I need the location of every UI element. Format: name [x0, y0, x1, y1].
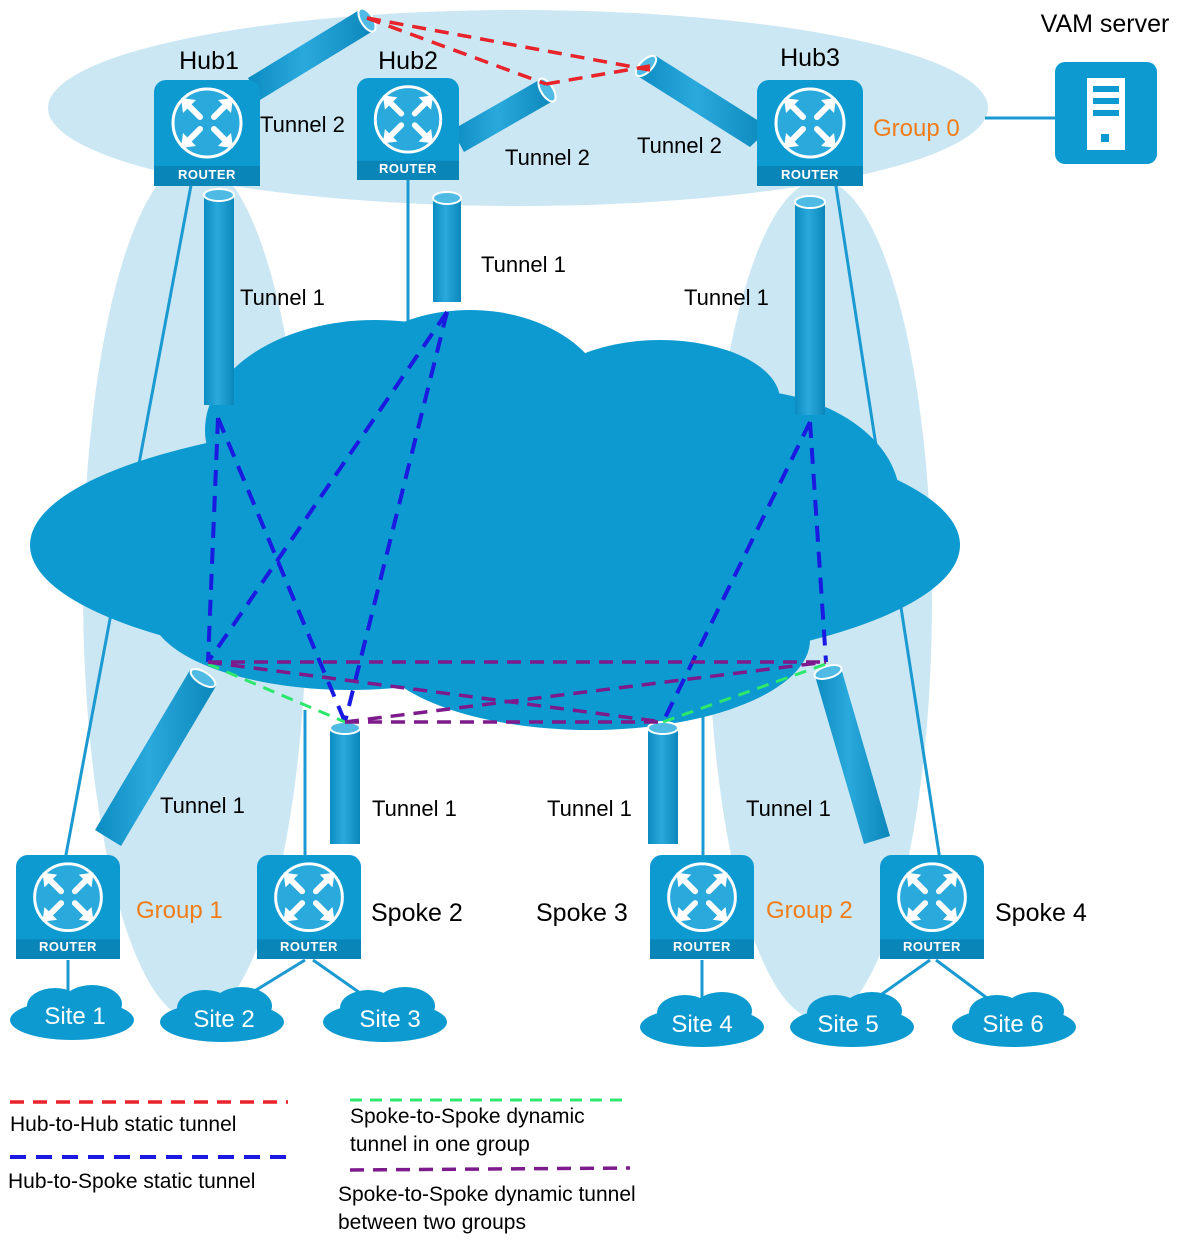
legend-label: tunnel in one group — [350, 1133, 530, 1156]
spoke-same-group-tunnels — [207, 662, 827, 724]
hub-hub-1-3 — [366, 16, 651, 72]
tunnel-pipe-hub3-t1 — [794, 195, 826, 415]
tunnel-label: Tunnel 1 — [746, 796, 831, 821]
cloud-icon — [790, 992, 914, 1047]
tunnel-label: Tunnel 1 — [684, 285, 769, 310]
site-4[interactable]: Site 4 — [640, 960, 764, 1047]
legend-label: Spoke-to-Spoke dynamic — [350, 1105, 585, 1128]
router-badge: ROUTER — [781, 167, 839, 182]
site-2[interactable]: Site 2 — [160, 958, 306, 1042]
cloud-icon — [323, 987, 447, 1042]
hs-hub3-spoke4 — [808, 421, 828, 663]
router-badge: ROUTER — [178, 167, 236, 182]
hs-hub2-spoke1 — [206, 310, 449, 664]
cloud-icon — [952, 992, 1076, 1047]
legend-swatch-spoke-two-groups — [349, 1166, 631, 1172]
site-label: Site 6 — [982, 1011, 1043, 1038]
hub-hub-2-3 — [545, 64, 651, 86]
legend-label: Hub-to-Spoke static tunnel — [8, 1170, 255, 1193]
site-1[interactable]: Site 1 — [10, 960, 134, 1040]
server-icon — [1055, 62, 1157, 164]
hub3-label: Hub3 — [780, 44, 840, 72]
tunnel-label: Tunnel 2 — [505, 145, 590, 170]
hs-hub2-spoke2 — [343, 311, 449, 723]
spoke-two-groups-tunnels — [207, 660, 827, 724]
hub-hub-1-2 — [366, 16, 547, 86]
group-2-label: Group 2 — [766, 897, 853, 924]
router-hub1[interactable]: ROUTER — [154, 80, 260, 186]
hub-to-hub-tunnels — [366, 16, 651, 86]
router-spoke4[interactable]: ROUTER — [880, 855, 984, 959]
tunnel-label: Tunnel 2 — [637, 133, 722, 158]
hub-to-spoke-tunnels — [206, 310, 828, 723]
sites: Site 1 Site 2 Site 3 Site 4 — [10, 958, 1076, 1047]
router-spoke2[interactable]: ROUTER — [257, 855, 361, 959]
site-5[interactable]: Site 5 — [790, 958, 931, 1047]
legend-label: Hub-to-Hub static tunnel — [10, 1113, 236, 1136]
tunnel-label: Tunnel 1 — [160, 793, 245, 818]
tunnel-pipes — [95, 7, 890, 846]
server-label: VAM server — [1041, 10, 1170, 38]
site-6[interactable]: Site 6 — [935, 958, 1076, 1047]
hub2-label: Hub2 — [378, 47, 438, 75]
hs-hub1-spoke2 — [216, 417, 347, 723]
site-label: Site 4 — [671, 1011, 732, 1038]
router-hub2[interactable]: ROUTER — [357, 78, 459, 180]
spoke4-label: Spoke 4 — [995, 899, 1087, 927]
cloud-icon — [30, 310, 960, 730]
tunnel-pipe-spoke2-t1 — [329, 721, 361, 844]
router-badge: ROUTER — [903, 939, 961, 954]
ss-spoke1-spoke2 — [207, 662, 346, 724]
site-label: Site 5 — [817, 1011, 878, 1038]
tunnel-pipe-hub1-t1 — [203, 188, 235, 405]
tunnel-label: Tunnel 2 — [260, 112, 345, 137]
tunnel-label: Tunnel 1 — [372, 796, 457, 821]
group-1-label: Group 1 — [136, 897, 223, 924]
hub1-label: Hub1 — [179, 47, 239, 75]
router-spoke1[interactable]: ROUTER — [16, 855, 120, 959]
tunnel-pipe-spoke4-t1 — [813, 664, 890, 844]
site-label: Site 1 — [44, 1003, 105, 1030]
router-badge: ROUTER — [39, 939, 97, 954]
router-spoke3[interactable]: ROUTER — [650, 855, 754, 959]
group-0-label: Group 0 — [873, 115, 960, 142]
tunnel-label: Tunnel 1 — [547, 796, 632, 821]
router-badge: ROUTER — [673, 939, 731, 954]
tunnel-label: Tunnel 1 — [481, 252, 566, 277]
ss-spoke3-spoke4 — [662, 662, 827, 724]
vam-server[interactable]: VAM server — [1041, 10, 1170, 164]
router-hub3[interactable]: ROUTER — [757, 80, 863, 186]
spoke3-label: Spoke 3 — [536, 899, 628, 927]
tunnel-label: Tunnel 1 — [240, 285, 325, 310]
legend-label: Spoke-to-Spoke dynamic tunnel — [338, 1183, 636, 1206]
hs-hub1-spoke1 — [206, 417, 220, 663]
cloud-icon — [160, 987, 284, 1042]
site-3[interactable]: Site 3 — [312, 958, 447, 1042]
tunnel-pipe-hub2-t1 — [432, 191, 462, 302]
legend-label: between two groups — [338, 1211, 526, 1234]
labels: Hub1 Hub2 Hub3 Spoke 2 Spoke 3 Spoke 4 G… — [136, 44, 1087, 927]
cloud-icon — [10, 985, 134, 1040]
legend: Hub-to-Hub static tunnel Hub-to-Spoke st… — [8, 1098, 636, 1234]
cloud-icon — [640, 992, 764, 1047]
site-label: Site 3 — [359, 1006, 420, 1033]
tunnel-pipe-spoke1-t1 — [95, 668, 217, 846]
site-label: Site 2 — [193, 1006, 254, 1033]
st-spoke2-spoke4 — [344, 660, 827, 724]
spoke2-label: Spoke 2 — [371, 899, 463, 927]
router-badge: ROUTER — [379, 161, 437, 176]
router-badge: ROUTER — [280, 939, 338, 954]
tunnel-pipe-hub1-t2 — [248, 7, 377, 100]
tunnel-pipe-spoke3-t1 — [647, 721, 679, 844]
st-spoke1-spoke3 — [207, 660, 664, 724]
hs-hub3-spoke3 — [661, 421, 812, 723]
